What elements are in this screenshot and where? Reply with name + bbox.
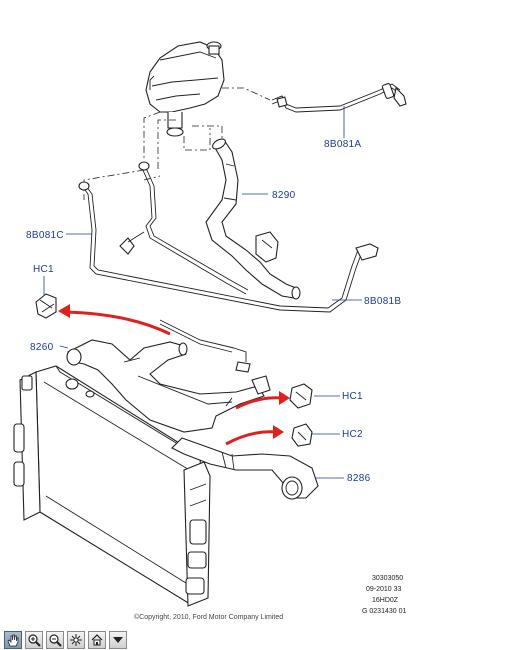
zoom-in-button[interactable] — [25, 631, 43, 649]
callout-8260: 8260 — [30, 342, 54, 353]
home-icon — [91, 634, 103, 646]
callout-hc1-left: HC1 — [33, 264, 54, 275]
fit-icon — [70, 634, 82, 646]
tube-8b081a — [271, 83, 407, 113]
expansion-tank — [145, 41, 225, 137]
pan-tool-button[interactable] — [4, 631, 22, 649]
clip-location-arrows — [58, 304, 290, 446]
callout-hc2: HC2 — [342, 429, 363, 440]
callout-8b081c: 8B081C — [26, 230, 64, 241]
zoom-out-button[interactable] — [46, 631, 64, 649]
copyright-notice: ©Copyright, 2010, Ford Motor Company Lim… — [134, 613, 283, 621]
hose-clip-hc1-left — [35, 293, 57, 319]
zoom-out-icon — [49, 634, 62, 647]
radiator — [13, 365, 211, 607]
assembly-centre-lines — [83, 87, 271, 200]
reference-line-1: 30303050 — [372, 575, 403, 582]
callout-8b081b: 8B081B — [364, 296, 401, 307]
zoom-in-icon — [28, 634, 41, 647]
callout-8b081a: 8B081A — [324, 139, 361, 150]
hose-8286 — [171, 437, 319, 500]
tube-8b081c — [78, 161, 379, 373]
callout-hc1-right: HC1 — [342, 391, 363, 402]
dropdown-arrow-icon — [113, 637, 123, 643]
hose-8290 — [205, 138, 301, 300]
callout-8290: 8290 — [272, 190, 296, 201]
reference-line-4: G 0231430 01 — [362, 608, 406, 615]
callout-8286: 8286 — [347, 473, 371, 484]
hose-clip-hc2 — [291, 423, 313, 447]
reference-line-3: 16HD0Z — [372, 597, 399, 604]
reference-line-2: 09-2010 33 — [366, 586, 402, 593]
menu-button[interactable] — [109, 631, 127, 649]
hose-clip-hc1-right — [289, 383, 313, 409]
hose-8260 — [66, 339, 271, 433]
hand-icon — [7, 634, 19, 647]
viewer-toolbar — [0, 630, 520, 650]
fit-view-button[interactable] — [67, 631, 85, 649]
exploded-parts-diagram: 8B081A 8290 8B081C HC1 8B081B 8260 HC1 H… — [13, 41, 407, 621]
callout-leaders — [43, 106, 362, 479]
home-button[interactable] — [88, 631, 106, 649]
